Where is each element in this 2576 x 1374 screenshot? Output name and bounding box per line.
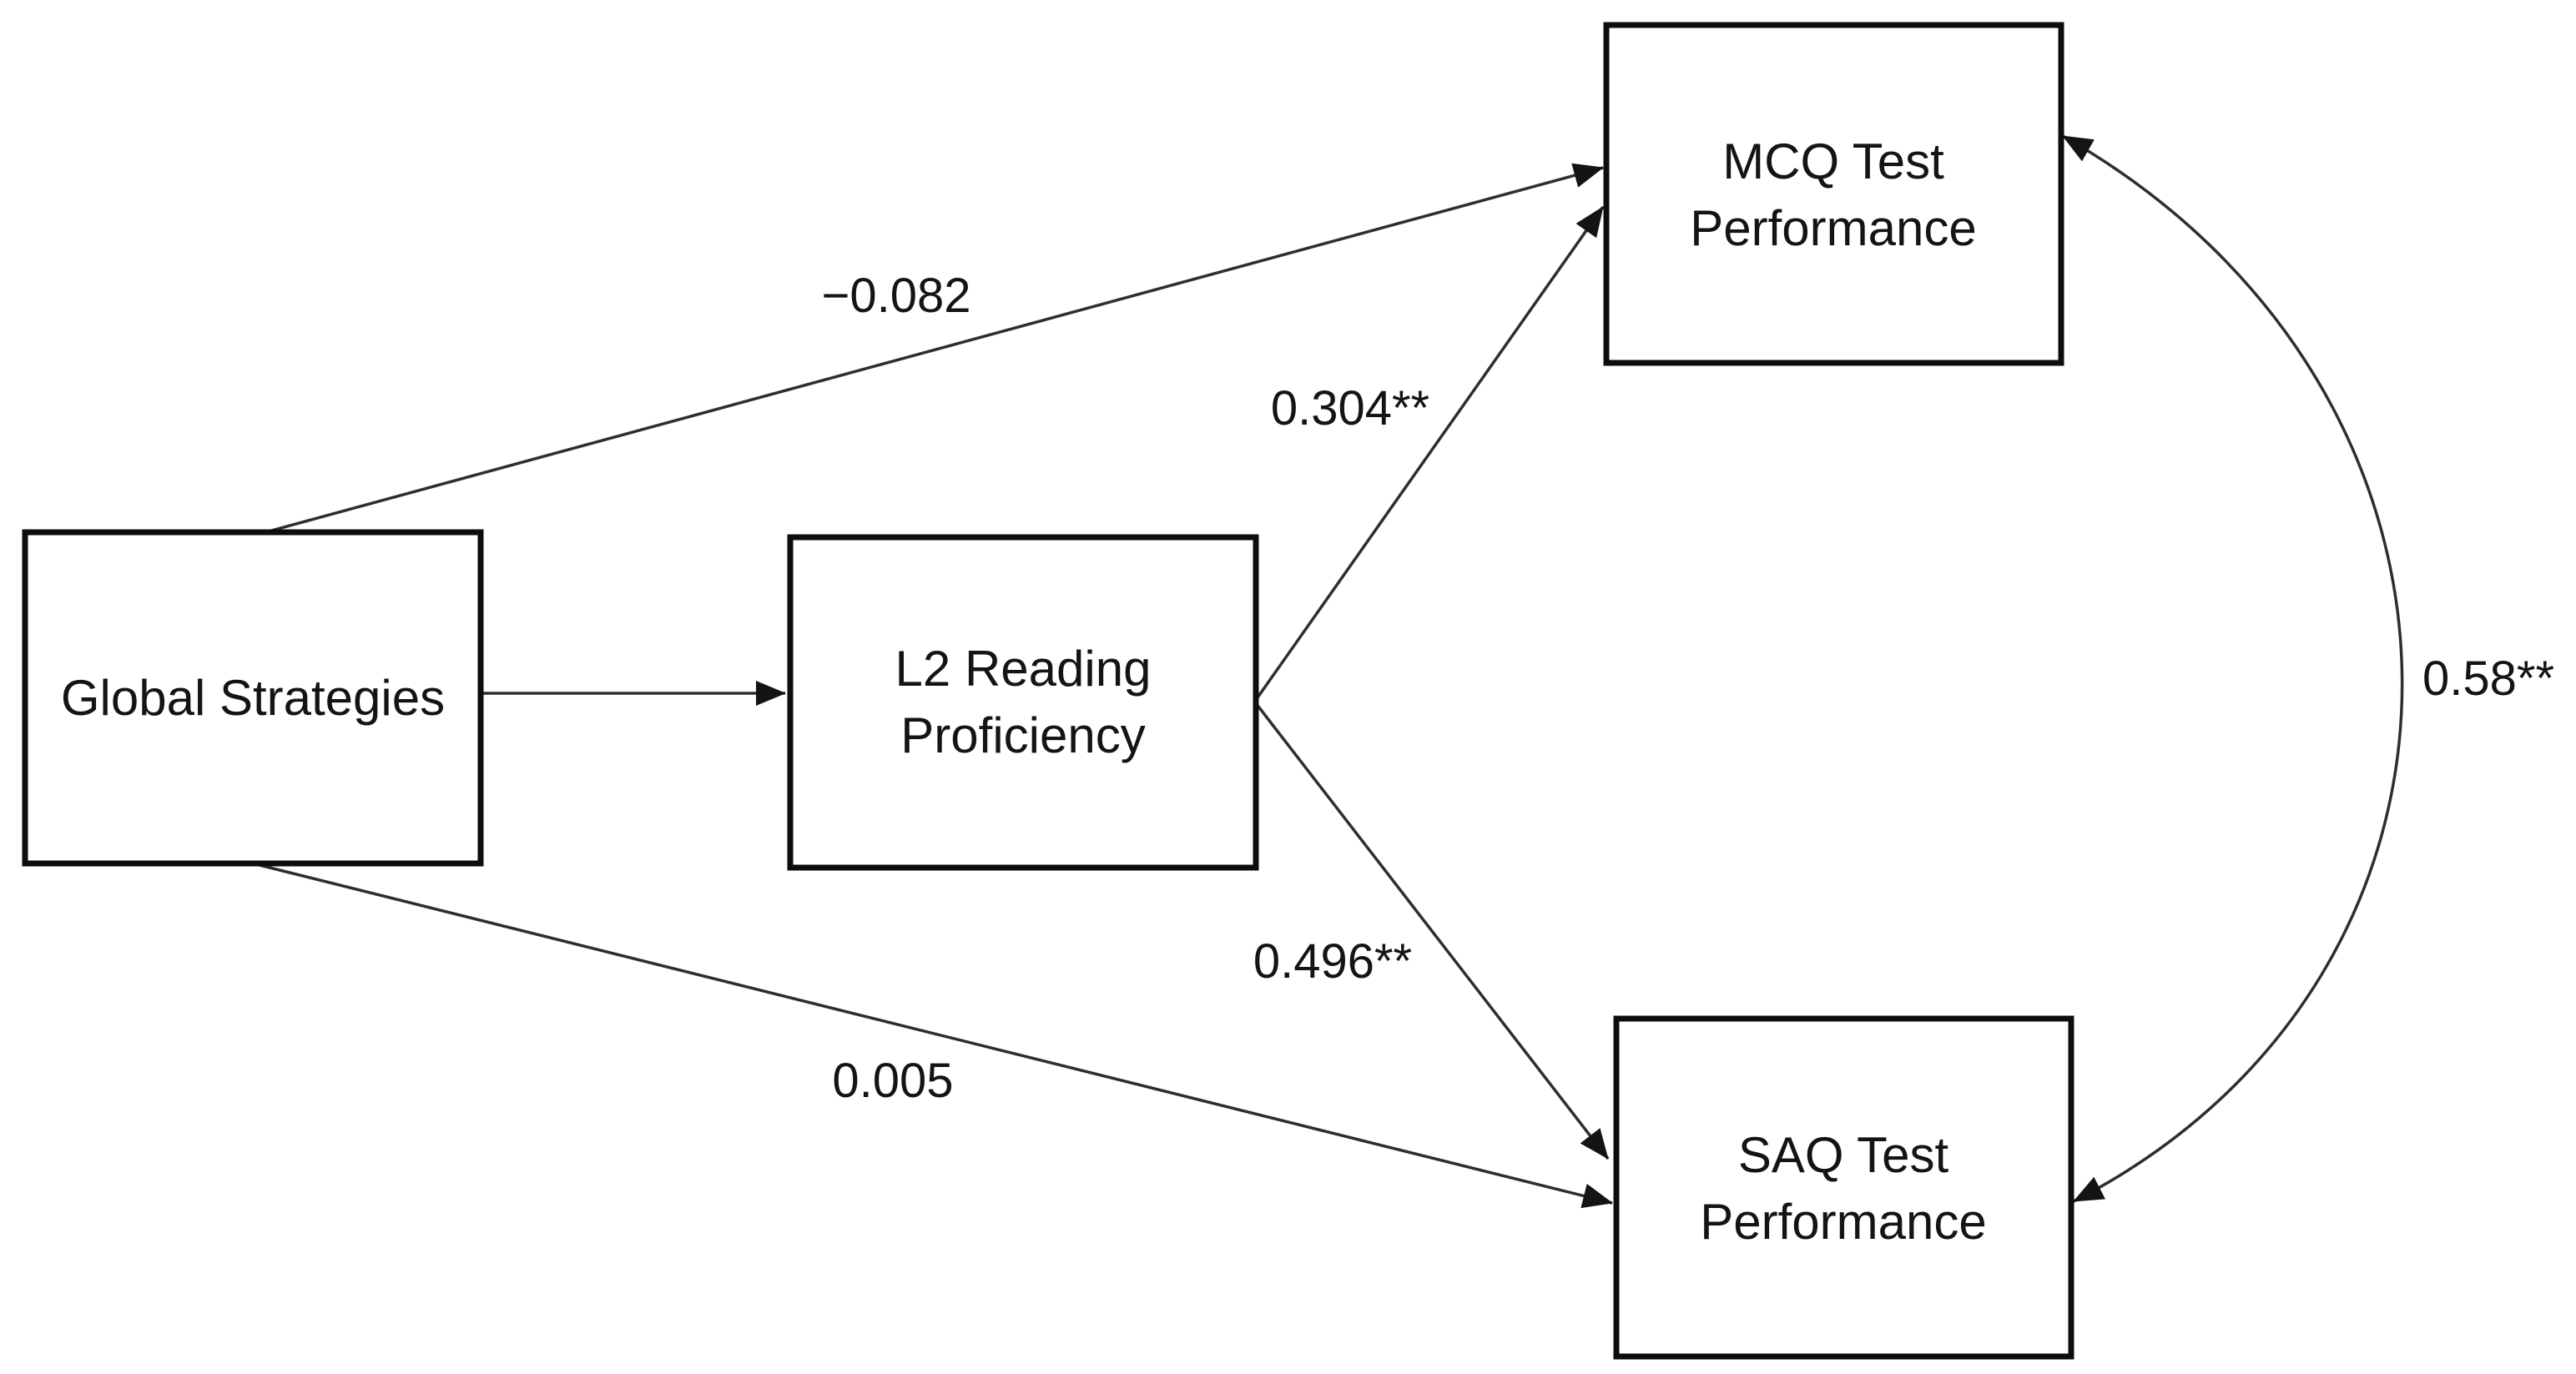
coefficient-label-gs-to-saq: 0.005	[832, 1054, 953, 1108]
path-arrow-gs-to-mcq	[265, 163, 1604, 534]
node-l2-reading-proficiency: L2 Reading Proficiency	[787, 534, 1259, 871]
node-label-mcq-line2: Performance	[1690, 200, 1976, 256]
path-arrow-gs-to-saq	[252, 862, 1613, 1209]
covariance-arrow-mcq-saq	[2062, 134, 2404, 1203]
node-mcq-test-performance: MCQ Test Performance	[1603, 22, 2064, 366]
node-label-mcq-line1: MCQ Test	[1722, 133, 1944, 189]
node-label-l2-reading-line2: Proficiency	[900, 707, 1145, 763]
node-box-mcq-test-performance	[1603, 22, 2064, 366]
node-box-global-strategies	[22, 529, 484, 867]
coefficient-label-l2-to-mcq: 0.304**	[1271, 381, 1429, 435]
node-box-saq-test-performance	[1613, 1015, 2074, 1360]
node-global-strategies: Global Strategies	[22, 529, 484, 867]
node-label-global-strategies: Global Strategies	[61, 670, 445, 726]
node-saq-test-performance: SAQ Test Performance	[1613, 1015, 2074, 1360]
node-label-l2-reading-line1: L2 Reading	[895, 641, 1152, 697]
node-label-saq-line1: SAQ Test	[1738, 1127, 1949, 1183]
path-arrow-l2-to-saq	[1254, 702, 1610, 1160]
coefficient-label-mcq-saq-covariance: 0.58**	[2422, 652, 2554, 706]
coefficient-label-gs-to-mcq: −0.082	[821, 269, 970, 323]
node-label-saq-line2: Performance	[1700, 1194, 1986, 1250]
node-box-l2-reading-proficiency	[787, 534, 1259, 871]
path-arrow-l2-to-mcq	[1254, 205, 1605, 702]
coefficient-label-l2-to-saq: 0.496**	[1253, 934, 1412, 989]
